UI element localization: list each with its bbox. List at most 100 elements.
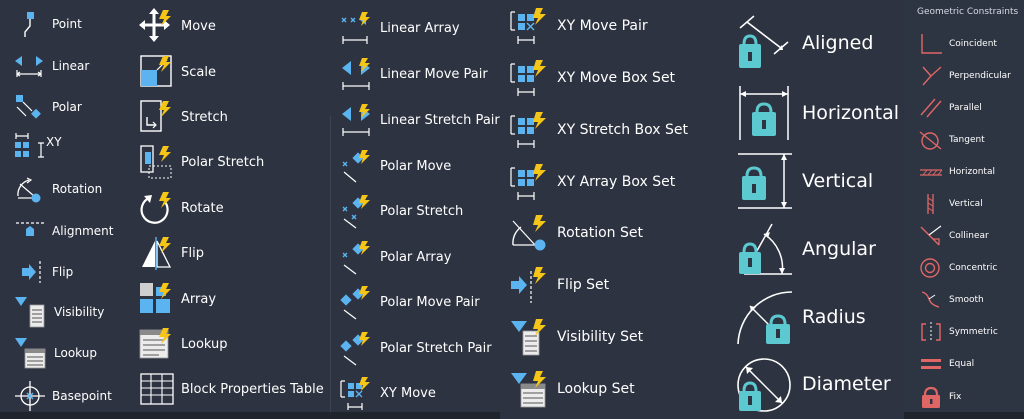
param-visibility[interactable]: Visibility: [14, 295, 104, 329]
diameter-lock-icon: [736, 355, 796, 413]
set-polar-stretch[interactable]: Polar Stretch: [340, 193, 463, 229]
set-polar-array[interactable]: Polar Array: [340, 239, 451, 275]
action-scale[interactable]: Scale: [139, 54, 216, 90]
set-visibility[interactable]: Visibility Set: [509, 317, 643, 357]
constraint-aligned-label: Aligned: [802, 32, 874, 54]
geo-tangent-label: Tangent: [949, 135, 985, 145]
flip-action-icon: [139, 235, 175, 271]
constraint-diameter[interactable]: Diameter: [736, 355, 891, 413]
set-polar-move[interactable]: Polar Move: [340, 148, 451, 184]
param-flip[interactable]: Flip: [14, 259, 73, 285]
polar-icon: [14, 93, 44, 121]
visibility-icon: [14, 295, 46, 329]
stretch-icon: [139, 99, 175, 135]
set-polar-stretch-pair[interactable]: Polar Stretch Pair: [340, 330, 492, 366]
constraint-radius[interactable]: Radius: [736, 288, 866, 346]
geo-tangent[interactable]: Tangent: [919, 129, 985, 151]
action-polar-stretch[interactable]: Polar Stretch: [139, 144, 264, 180]
horizontal-lock-icon: [736, 84, 796, 142]
tangent-icon: [919, 129, 943, 151]
set-xy-array-box[interactable]: XY Array Box Set: [509, 162, 675, 202]
set-linear-array[interactable]: Linear Array: [340, 10, 460, 46]
geo-collinear[interactable]: Collinear: [919, 225, 989, 247]
set-rotation[interactable]: Rotation Set: [509, 213, 643, 253]
radius-lock-icon: [736, 288, 796, 346]
constraint-radius-label: Radius: [802, 306, 866, 328]
constraint-horizontal[interactable]: Horizontal: [736, 84, 899, 142]
polar-stretch-set-icon: [340, 193, 374, 229]
linear-array-icon: [340, 10, 374, 46]
set-linear-stretch-pair[interactable]: Linear Stretch Pair: [340, 102, 500, 138]
constraint-vertical[interactable]: Vertical: [736, 152, 873, 210]
param-linear[interactable]: Linear: [14, 52, 89, 80]
set-linear-stretch-pair-label: Linear Stretch Pair: [380, 112, 500, 128]
set-polar-move-pair-label: Polar Move Pair: [380, 294, 480, 310]
set-xy-move-pair-label: XY Move Pair: [557, 18, 648, 34]
geo-horizontal[interactable]: Horizontal: [919, 161, 995, 183]
action-array[interactable]: Array: [139, 281, 216, 317]
geo-symmetric[interactable]: Symmetric: [919, 321, 998, 343]
set-xy-move-box[interactable]: XY Move Box Set: [509, 58, 675, 98]
geo-horizontal-label: Horizontal: [949, 167, 995, 177]
geo-coincident-label: Coincident: [949, 39, 997, 49]
symmetric-icon: [919, 321, 943, 343]
param-basepoint[interactable]: Basepoint: [14, 380, 112, 412]
constraint-diameter-label: Diameter: [802, 373, 891, 395]
set-polar-stretch-label: Polar Stretch: [380, 203, 464, 219]
xy-stretch-box-set-icon: [509, 110, 549, 150]
set-polar-move-pair[interactable]: Polar Move Pair: [340, 284, 480, 320]
polar-array-icon: [340, 239, 374, 275]
constraint-aligned[interactable]: Aligned: [736, 14, 873, 72]
fix-icon: [919, 385, 943, 409]
geo-concentric[interactable]: Concentric: [919, 257, 997, 279]
geo-perpendicular[interactable]: Perpendicular: [919, 65, 1011, 87]
set-xy-stretch-box[interactable]: XY Stretch Box Set: [509, 110, 688, 150]
action-stretch[interactable]: Stretch: [139, 99, 228, 135]
block-properties-table[interactable]: Block Properties Table: [139, 372, 324, 406]
param-rotation-label: Rotation: [52, 182, 103, 196]
param-lookup[interactable]: Lookup: [14, 336, 97, 370]
panel-bottom-edge-right: [904, 412, 1024, 419]
set-linear-move-pair[interactable]: Linear Move Pair: [340, 56, 488, 92]
param-xy[interactable]: XY: [14, 131, 62, 165]
geo-vertical[interactable]: Vertical: [919, 193, 983, 215]
set-polar-array-label: Polar Array: [380, 249, 452, 265]
rotation-icon: [14, 174, 44, 204]
xy-move-icon: [340, 375, 374, 411]
param-flip-label: Flip: [52, 265, 74, 279]
vertical-lock-icon: [736, 152, 796, 210]
geo-fix[interactable]: Fix: [919, 385, 961, 409]
param-rotation[interactable]: Rotation: [14, 174, 102, 204]
set-xy-stretch-box-label: XY Stretch Box Set: [557, 122, 689, 138]
set-flip[interactable]: Flip Set: [509, 265, 609, 305]
geo-fix-label: Fix: [949, 392, 962, 402]
param-visibility-label: Visibility: [54, 305, 105, 319]
constraint-horizontal-label: Horizontal: [802, 102, 900, 124]
set-xy-move-pair[interactable]: XY Move Pair: [509, 6, 648, 46]
constraint-angular[interactable]: Angular: [736, 220, 876, 278]
geo-parallel[interactable]: Parallel: [919, 97, 982, 119]
set-linear-array-label: Linear Array: [380, 20, 460, 36]
set-xy-move[interactable]: XY Move: [340, 375, 436, 411]
xy-move-box-set-icon: [509, 58, 549, 98]
param-alignment[interactable]: Alignment: [14, 219, 113, 243]
param-polar[interactable]: Polar: [14, 93, 82, 121]
set-xy-array-box-label: XY Array Box Set: [557, 174, 676, 190]
geo-smooth[interactable]: Smooth: [919, 289, 984, 311]
geo-equal[interactable]: Equal: [919, 353, 974, 375]
basepoint-icon: [14, 380, 46, 412]
array-icon: [139, 281, 175, 317]
geo-coincident[interactable]: Coincident: [919, 33, 997, 55]
visibility-set-icon: [509, 317, 549, 357]
action-lookup[interactable]: Lookup: [139, 326, 228, 362]
action-flip[interactable]: Flip: [139, 235, 204, 271]
geo-concentric-label: Concentric: [949, 263, 998, 273]
geometric-constraints-panel: [904, 0, 1024, 419]
set-lookup[interactable]: Lookup Set: [509, 369, 635, 409]
lookup-action-icon: [139, 326, 175, 362]
param-point[interactable]: Point: [14, 10, 82, 38]
rotation-set-icon: [509, 213, 549, 253]
action-rotate[interactable]: Rotate: [139, 190, 224, 226]
param-polar-label: Polar: [52, 100, 82, 114]
action-move[interactable]: Move: [139, 8, 216, 44]
